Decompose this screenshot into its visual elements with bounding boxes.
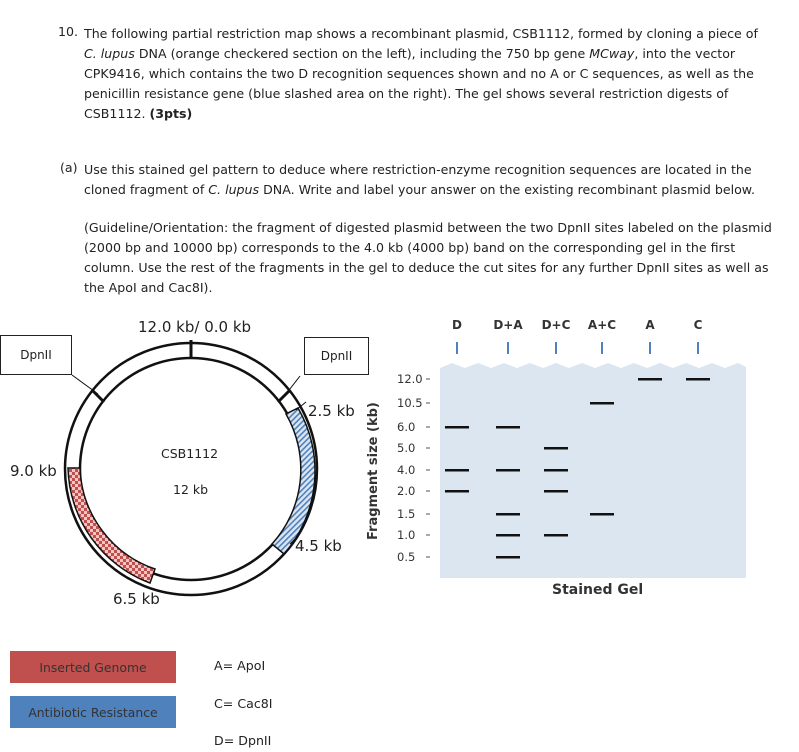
plasmid-size: 12 kb: [173, 482, 209, 497]
plasmid-outer-ring: [63, 341, 319, 597]
tick-10kb: [90, 388, 106, 404]
gel-band: [544, 469, 568, 472]
gel-lane-label: D+C: [542, 318, 571, 332]
gel-band: [590, 402, 614, 405]
pos-4-5kb-leader: [289, 535, 299, 545]
plasmid-name: CSB1112: [161, 446, 219, 461]
dpnii-box-left: DpnII: [0, 335, 72, 375]
gel-band: [445, 469, 469, 472]
gel-band: [496, 426, 520, 429]
question-text: The following partial restriction map sh…: [84, 26, 758, 121]
gel-band: [544, 534, 568, 537]
gel-band: [496, 469, 520, 472]
gel-background: [440, 363, 746, 578]
gel-marker-label: 12.0: [397, 372, 423, 386]
gel-ylabel: Fragment size (kb): [366, 402, 381, 540]
gel-band: [496, 513, 520, 516]
part-a-prefix: (a): [60, 160, 78, 175]
gel-lane-label: A+C: [588, 318, 616, 332]
position-label-6-5kb: 6.5 kb: [113, 590, 160, 608]
legend-antibiotic-resistance: Antibiotic Resistance: [10, 696, 176, 728]
gel-marker-label: 4.0: [397, 463, 415, 477]
legend-enzyme-d: D= DpnII: [214, 733, 272, 748]
gel-title: Stained Gel: [552, 582, 643, 598]
gel-band: [445, 426, 469, 429]
legend-enzyme-a: A= ApoI: [214, 658, 266, 673]
gel-band: [544, 490, 568, 493]
dpnii-box-right: DpnII: [304, 337, 369, 375]
position-label-2-5kb: 2.5 kb: [308, 402, 355, 420]
position-label-9kb: 9.0 kb: [10, 462, 57, 480]
legend-inserted-genome: Inserted Genome: [10, 651, 176, 683]
gel-band: [496, 556, 520, 559]
gel-band: [686, 378, 710, 381]
gel-marker-label: 5.0: [397, 441, 415, 455]
gel-marker-label: 2.0: [397, 484, 415, 498]
gel-band: [496, 534, 520, 537]
pos-2-5kb-leader: [295, 401, 307, 411]
gel-marker-label: 1.5: [397, 507, 415, 521]
dpnii-left-leader: [71, 374, 99, 395]
plasmid-map: [63, 340, 319, 597]
gel-lane-label: D: [452, 318, 462, 332]
gel-lane-label: D+A: [493, 318, 523, 332]
gel-band: [590, 513, 614, 516]
gel-band: [445, 490, 469, 493]
dpnii-right-leader: [285, 375, 301, 395]
gel-marker-label: 1.0: [397, 528, 415, 542]
gel-marker-label: 6.0: [397, 420, 415, 434]
legend-enzyme-c: C= Cac8I: [214, 696, 273, 711]
position-label-top: 12.0 kb/ 0.0 kb: [138, 318, 252, 336]
gel-marker-label: 10.5: [397, 396, 423, 410]
gel-lane-label: A: [645, 318, 655, 332]
position-label-4-5kb: 4.5 kb: [295, 537, 342, 555]
inserted-genome-segment: [67, 467, 156, 584]
gel-marker-label: 0.5: [397, 550, 415, 564]
gel-band: [544, 447, 568, 450]
gel-band: [638, 378, 662, 381]
gel-lane-label: C: [694, 318, 703, 332]
guideline-text: (Guideline/Orientation: the fragment of …: [84, 220, 772, 295]
antibiotic-resistance-segment: [270, 407, 316, 556]
question-number: 10.: [58, 24, 79, 39]
stained-gel: Fragment size (kb) Stained Gel 12.0 10.5 6…: [366, 318, 746, 598]
part-a-text: Use this stained gel pattern to deduce w…: [84, 162, 755, 197]
